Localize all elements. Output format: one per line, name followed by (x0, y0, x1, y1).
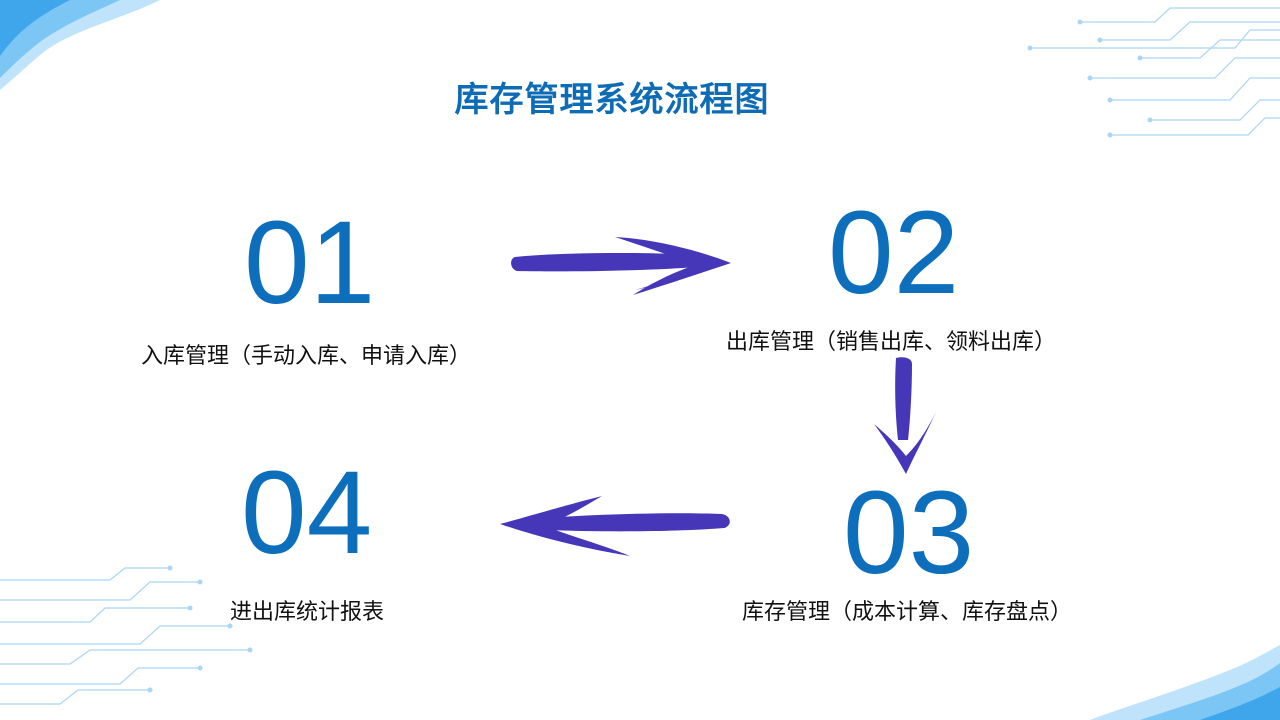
step-3-number: 03 (843, 467, 975, 599)
step-4-label: 进出库统计报表 (230, 600, 385, 625)
step-2-number: 02 (828, 187, 960, 319)
step-4-number: 04 (241, 447, 373, 579)
bottom-right-wave-decoration (1090, 645, 1280, 720)
step-1-number: 01 (244, 197, 376, 329)
arrow-right-icon (511, 237, 731, 295)
step-3-label: 库存管理（成本计算、库存盘点） (742, 600, 1073, 625)
step-2-label: 出库管理（销售出库、领料出库） (726, 330, 1057, 355)
arrow-left-icon (500, 496, 730, 556)
top-left-wave-decoration (0, 0, 160, 90)
top-right-circuit-decoration (1027, 7, 1280, 138)
arrow-down-icon (874, 357, 936, 474)
step-1-label: 入库管理（手动入库、申请入库） (141, 344, 472, 369)
page-title: 库存管理系统流程图 (454, 80, 770, 120)
bottom-left-circuit-decoration (0, 565, 253, 705)
